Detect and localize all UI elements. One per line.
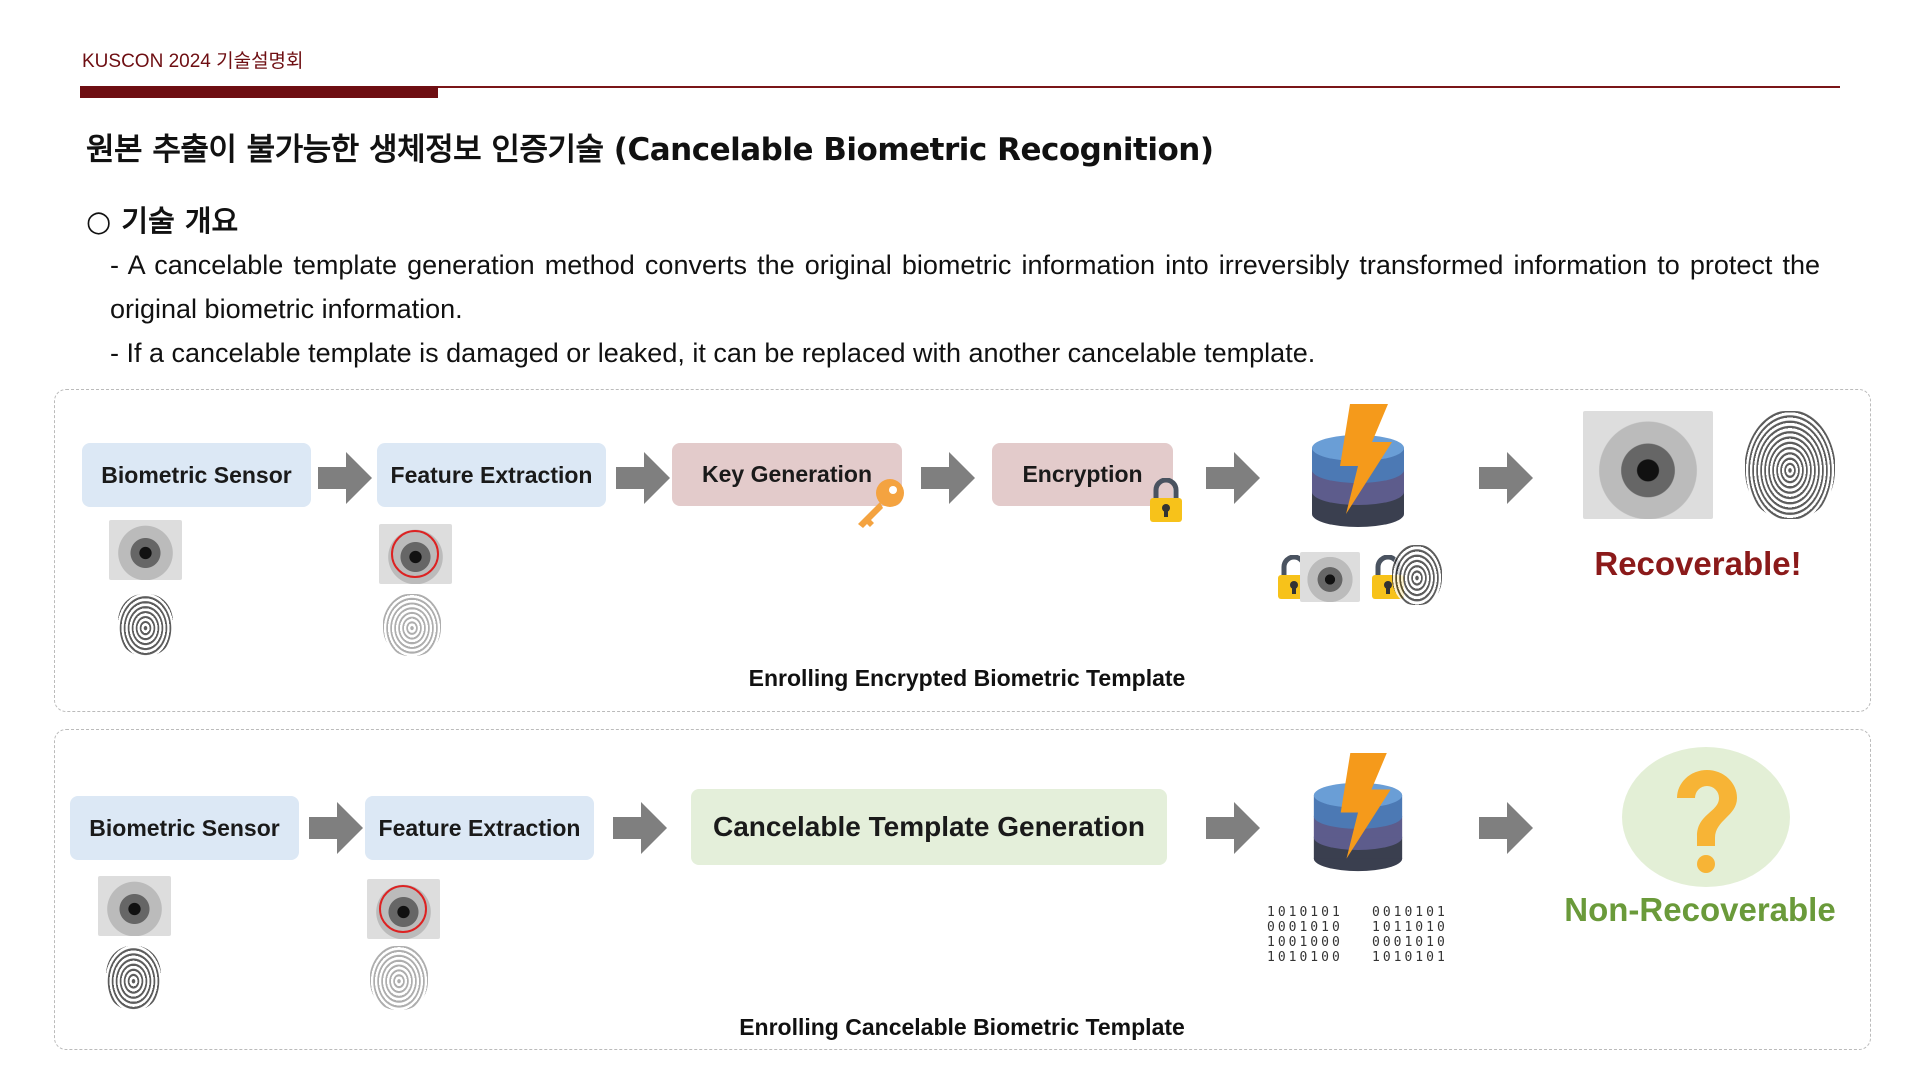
eye-feature-image: [367, 879, 440, 939]
lock-icon: [1148, 478, 1184, 524]
arrow-icon: [921, 452, 975, 504]
step-cancelable-template-generation: Cancelable Template Generation: [691, 789, 1167, 865]
locked-eye-image: [1300, 552, 1360, 602]
binary-row: 1010100: [1267, 950, 1343, 965]
panel1-caption: Enrolling Encrypted Biometric Template: [748, 665, 1186, 691]
step-feature-extraction: Feature Extraction: [365, 796, 594, 860]
section-heading: ○ 기술 개요: [86, 204, 239, 238]
recoverable-label: Recoverable!: [1594, 545, 1802, 582]
arrow-icon: [616, 452, 670, 504]
database-icon: [1310, 753, 1406, 873]
bullet-2: - If a cancelable template is damaged or…: [110, 338, 1316, 368]
arrow-icon: [309, 802, 363, 854]
encrypted-template-panel: [54, 389, 1871, 712]
binary-row: 1001000: [1267, 935, 1343, 950]
fingerprint-feature-image: [383, 594, 441, 656]
binary-row: 1011010: [1372, 920, 1448, 935]
arrow-icon: [1206, 452, 1260, 504]
fingerprint-image: [106, 946, 161, 1010]
arrow-icon: [1206, 802, 1260, 854]
recovered-eye-image: [1583, 411, 1713, 519]
eye-image: [98, 876, 171, 936]
recovered-fingerprint-image: [1745, 411, 1835, 519]
locked-fingerprint-image: [1392, 545, 1442, 605]
question-mark-icon: [1622, 747, 1790, 887]
fingerprint-image: [118, 594, 173, 656]
fingerprint-feature-image: [370, 946, 428, 1010]
binary-row: 1010101: [1267, 905, 1343, 920]
step-feature-extraction: Feature Extraction: [377, 443, 606, 507]
page-title: 원본 추출이 불가능한 생체정보 인증기술 (Cancelable Biomet…: [86, 132, 1214, 168]
event-header: KUSCON 2024 기술설명회: [82, 51, 304, 72]
step-biometric-sensor: Biometric Sensor: [82, 443, 311, 507]
key-icon: [858, 479, 904, 528]
cancelable-template-panel: [54, 729, 1871, 1050]
arrow-icon: [318, 452, 372, 504]
step-encryption: Encryption: [992, 443, 1173, 506]
binary-row: 0001010: [1372, 935, 1448, 950]
eye-image: [109, 520, 182, 580]
header-divider: [80, 86, 1840, 88]
step-key-generation: Key Generation: [672, 443, 902, 506]
header-accent-bar: [80, 86, 438, 98]
arrow-icon: [1479, 452, 1533, 504]
arrow-icon: [1479, 802, 1533, 854]
non-recoverable-label: Non-Recoverable: [1564, 891, 1836, 928]
binary-row: 0001010: [1267, 920, 1343, 935]
bullet-1: - A cancelable template generation metho…: [110, 250, 1820, 324]
binary-row: 0010101: [1372, 905, 1448, 920]
binary-row: 1010101: [1372, 950, 1448, 965]
panel2-caption: Enrolling Cancelable Biometric Template: [739, 1014, 1185, 1040]
step-biometric-sensor: Biometric Sensor: [70, 796, 299, 860]
database-icon: [1310, 404, 1406, 529]
eye-feature-image: [379, 524, 452, 584]
arrow-icon: [613, 802, 667, 854]
